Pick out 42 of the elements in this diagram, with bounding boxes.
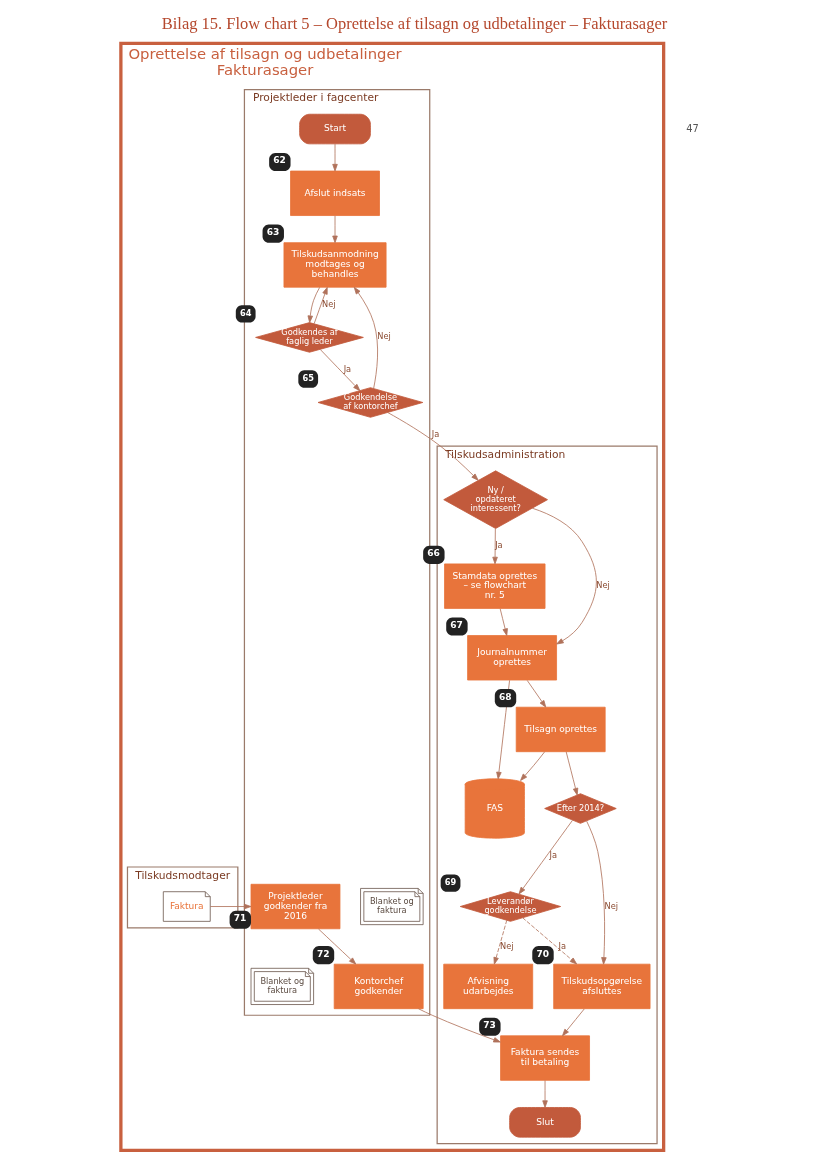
- arrow: [493, 919, 507, 965]
- node-label: 62: [272, 155, 286, 166]
- arrow: [518, 820, 573, 895]
- edge-label: Nej: [604, 900, 618, 911]
- arrow: [307, 286, 320, 323]
- diagram-title: Bilag 15. Flow chart 5 – Oprettelse af tilsagn og udbetalinger – Fakturasager: [161, 13, 667, 33]
- arrow: [495, 679, 510, 780]
- edge-label: Nej: [499, 940, 513, 951]
- node-label: 63: [266, 227, 279, 238]
- arrow: [541, 1080, 548, 1108]
- edge-label: Nej: [376, 331, 391, 342]
- node-label: 72: [316, 948, 329, 959]
- node-label: 68: [498, 691, 512, 702]
- arrow: [526, 680, 546, 708]
- node-label: 65: [301, 372, 314, 383]
- arrow: [491, 528, 498, 565]
- arrow: [317, 928, 356, 965]
- node-label: 73: [482, 1020, 496, 1031]
- edge-label: Ja: [549, 849, 557, 860]
- node-box: Start: [298, 113, 371, 145]
- node-label: 67: [449, 619, 463, 630]
- arrow: [386, 412, 479, 481]
- arrow: [353, 286, 378, 389]
- node-box: Afvisning udarbejdes: [442, 963, 533, 1010]
- node-diamond: Efter 2014?: [543, 793, 617, 824]
- node-label: 69: [444, 876, 456, 887]
- edge-label: Nej: [595, 580, 610, 591]
- arrow: [499, 608, 508, 636]
- arrow: [331, 215, 338, 243]
- arrow: [319, 349, 360, 392]
- arrow: [585, 820, 607, 965]
- arrow: [313, 287, 328, 325]
- node-label: 70: [535, 948, 549, 959]
- node-box: Slut: [508, 1107, 581, 1138]
- arrow: [331, 143, 338, 172]
- label: 47: [685, 122, 699, 134]
- arrow: [209, 903, 251, 910]
- arrow: [531, 507, 597, 645]
- arrow: [565, 751, 578, 796]
- edge-label: Ja: [431, 429, 439, 440]
- arrow: [561, 1008, 585, 1037]
- arrow: [519, 751, 545, 781]
